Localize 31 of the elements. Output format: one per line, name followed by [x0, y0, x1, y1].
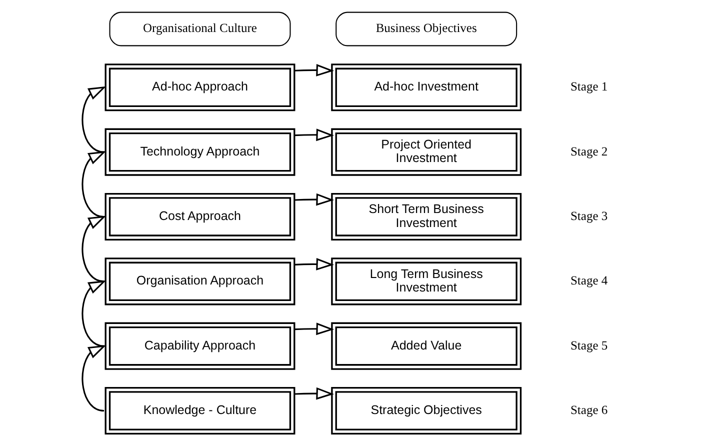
arrow	[81, 345, 106, 412]
node-box: Ad-hoc Investment	[330, 64, 522, 112]
arrow	[294, 387, 334, 400]
node-box: Organisation Approach	[104, 258, 295, 306]
node-box: Long Term Business Investment	[330, 258, 522, 306]
node-box: Short Term Business Investment	[330, 192, 522, 241]
node-box: Added Value	[330, 322, 522, 370]
arrow	[294, 322, 334, 336]
arrow	[81, 280, 106, 347]
arrow	[81, 86, 106, 153]
label: Stage 5	[570, 338, 608, 352]
arrow	[81, 151, 106, 218]
label: Stage 3	[570, 208, 608, 223]
arrow	[81, 216, 106, 282]
node-box: Project Oriented Investment	[330, 128, 522, 176]
arrow	[294, 193, 334, 206]
node-box: Cost Approach	[104, 192, 295, 241]
node-box: Ad-hoc Approach	[104, 64, 295, 112]
label: Stage 4	[570, 274, 608, 288]
arrow	[294, 128, 334, 142]
label: Stage 1	[570, 80, 608, 94]
node-box: Knowledge - Culture	[104, 386, 295, 435]
node-box: Strategic Objectives	[330, 386, 522, 435]
label: Stage 6	[570, 402, 608, 417]
label: Stage 2	[570, 144, 608, 158]
node-box: Technology Approach	[104, 128, 295, 176]
node-box: Organisational Culture	[108, 12, 290, 46]
node-box: Capability Approach	[104, 322, 295, 370]
node-box: Business Objectives	[335, 12, 517, 46]
arrow	[294, 64, 334, 76]
arrow	[294, 258, 334, 270]
